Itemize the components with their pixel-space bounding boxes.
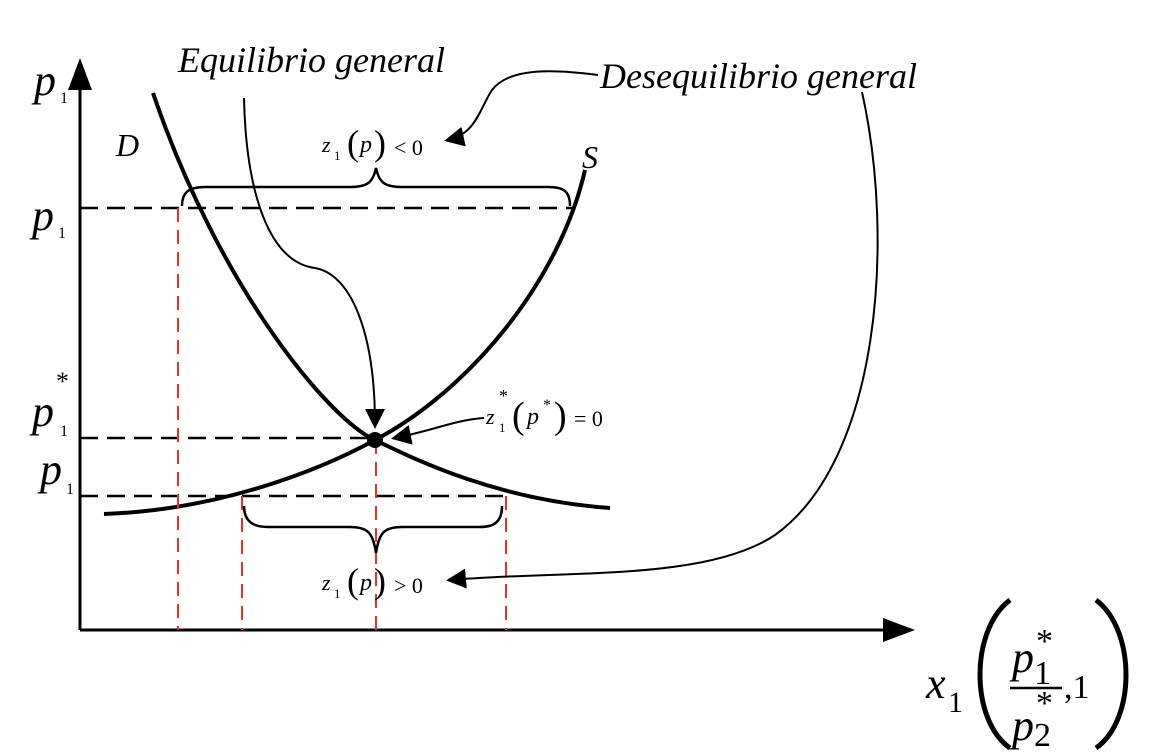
x-arg-den-sup: * [1036,685,1053,722]
x-axis-label-sub: 1 [948,686,963,719]
x-arg-tail: ,1 [1064,669,1090,706]
excess-positive-lparen: ( [347,561,359,601]
arrow-disequilibrium-positive [446,91,879,589]
price-low-sub: 1 [66,481,74,498]
equilibrium-point [367,432,383,448]
demand-label: D [115,127,139,163]
arrow-disequilibrium-negative [444,70,599,147]
excess-zero-sup: * [499,386,508,406]
demand-curve [151,92,611,510]
excess-negative-rel: < 0 [394,135,423,160]
excess-positive-rparen: ) [374,561,386,601]
price-eq-sup: * [56,367,69,396]
arrow-zero-excess [391,417,485,445]
x-axis-right-paren [1094,598,1129,751]
price-eq-label: p [29,387,54,436]
excess-zero-p: p [525,404,539,430]
x-arg-num: p [1009,633,1034,682]
excess-positive-p: p [358,570,372,596]
x-axis-label: x [925,659,946,708]
y-axis-arrowhead [68,58,92,90]
excess-negative-lparen: ( [347,123,359,163]
price-eq-sub: 1 [60,423,68,440]
x-arg-num-sup: * [1036,623,1053,660]
x-axis-left-paren [977,598,1012,751]
x-arg-num-sub: 1 [1034,655,1051,692]
x-arg-den: p [1009,701,1034,750]
disequilibrium-title: Desequilibrio general [599,56,917,96]
price-high-label: p [29,191,54,240]
excess-zero-rel: = 0 [574,406,603,431]
price-high-sub: 1 [58,225,66,242]
excess-positive-sub: 1 [334,586,341,601]
x-axis-arrowhead [883,618,915,642]
y-axis-label-sub: 1 [60,90,68,107]
excess-zero-rparen: ) [554,395,567,437]
supply-label: S [582,139,598,175]
excess-negative-rparen: ) [374,123,386,163]
excess-positive-rel: > 0 [394,573,423,598]
supply-curve [103,169,587,516]
price-low-label: p [37,445,62,494]
x-arg-den-sub: 2 [1034,717,1051,754]
excess-negative-sub: 1 [334,148,341,163]
brace-excess-demand [242,505,504,554]
brace-excess-supply [180,167,572,207]
excess-positive-z: z [321,570,331,595]
excess-zero-psup: * [543,397,551,414]
y-axis-label: p [31,56,56,105]
excess-zero-sub: 1 [499,420,506,435]
equilibrium-title: Equilibrio general [177,40,445,80]
excess-negative-p: p [358,132,372,158]
excess-negative-z: z [321,132,331,157]
excess-zero-lparen: ( [512,395,525,437]
arrow-equilibrium [243,97,385,429]
excess-zero-z: z [485,404,495,429]
